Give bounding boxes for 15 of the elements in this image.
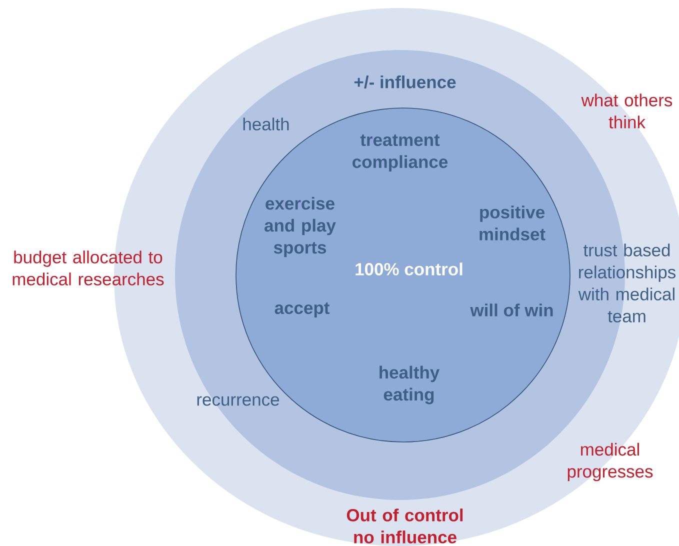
circle-label: trust based relationships with medical team bbox=[578, 244, 676, 322]
circle-label: 100% control bbox=[356, 262, 462, 276]
circle-label: positive mindset bbox=[480, 206, 546, 240]
circle-label: exercise and play sports bbox=[264, 196, 336, 258]
circle-label: health bbox=[243, 118, 289, 130]
circle-label: budget allocated to medical researches bbox=[12, 250, 164, 286]
circle-label: treatment compliance bbox=[352, 134, 448, 172]
circle-label: medical progresses bbox=[568, 442, 653, 482]
circle-label: healthy eating bbox=[380, 366, 440, 404]
circle-label: recurrence bbox=[197, 396, 280, 406]
circle-label: will of win bbox=[470, 304, 553, 316]
circle-label: what others think bbox=[581, 94, 672, 128]
heading: +/- influence bbox=[354, 75, 456, 88]
circle-label: accept bbox=[274, 302, 330, 318]
heading: Out of control no influence bbox=[346, 508, 463, 544]
